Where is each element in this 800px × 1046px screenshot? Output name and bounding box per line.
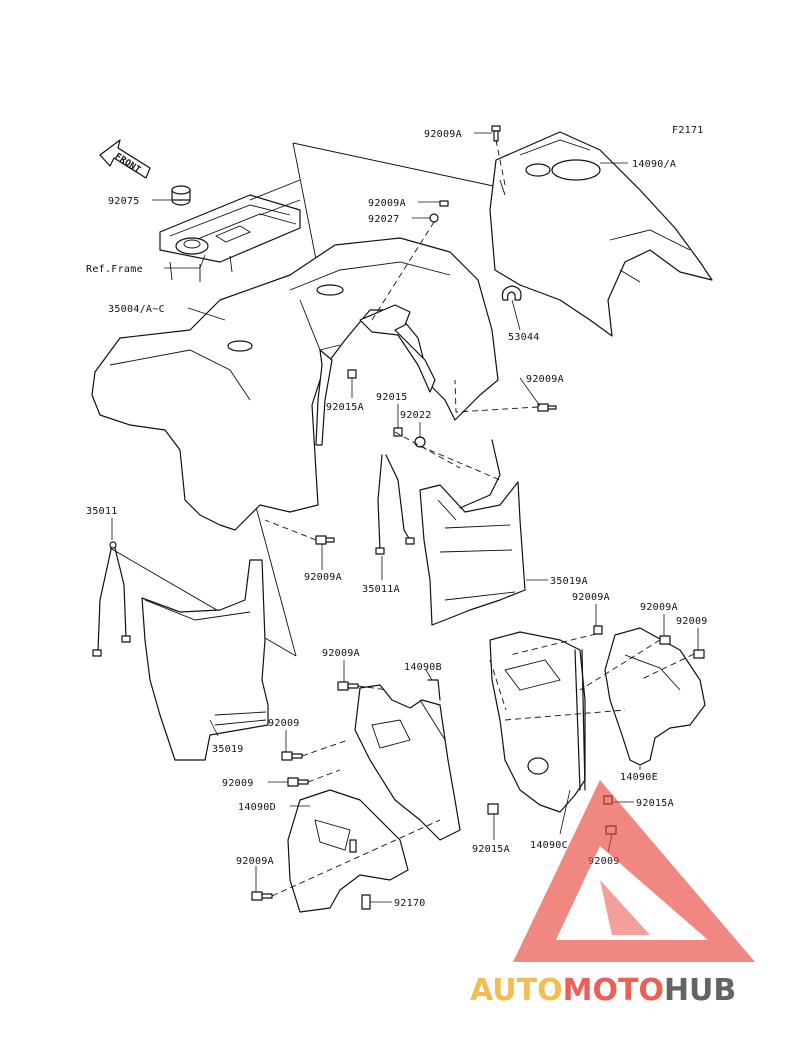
label-35011: 35011 [86, 506, 118, 517]
label-92009: 92009 [676, 616, 708, 627]
front-arrow: FRONT [99, 139, 151, 179]
part-14090D-panel [287, 789, 409, 913]
ref-frame-label: Ref.Frame [86, 264, 143, 275]
label-14090E: 14090E [620, 772, 658, 783]
label-92009: 92009 [588, 856, 620, 867]
label-92009A: 92009A [424, 129, 462, 140]
part-92170-clip [361, 894, 371, 910]
part-14090B-panel [354, 679, 461, 841]
part-53044-clip [501, 285, 522, 301]
label-92009A: 92009A [572, 592, 610, 603]
label-92022: 92022 [400, 410, 432, 421]
assembly-line [495, 139, 506, 186]
bolt-92009A-top [491, 125, 501, 142]
assembly-line [489, 659, 507, 711]
figure-id: F2171 [672, 125, 704, 136]
watermark-part1: AUTO [470, 973, 563, 1008]
label-92009A: 92009A [236, 856, 274, 867]
label-35019A: 35019A [550, 576, 588, 587]
bolt-92009-far-right [693, 649, 705, 659]
bolt-92009A-bottom [251, 891, 273, 901]
clip-92015A-mid [487, 803, 499, 815]
assembly-line [454, 379, 539, 413]
bolt-92009-left-a [281, 751, 303, 761]
label-92009A: 92009A [640, 602, 678, 613]
watermark-logo: AUTOMOTOHUB [470, 780, 755, 1008]
label-92009A: 92009A [304, 572, 342, 583]
watermark-part2: MOTO [563, 973, 664, 1008]
bolt-92009A-right [537, 403, 557, 412]
part-14090C-panel [489, 631, 586, 813]
label-92009: 92009 [222, 778, 254, 789]
leader-lines [111, 132, 699, 903]
assembly-line [271, 819, 441, 897]
watermark-triangle [513, 780, 755, 962]
label-35019: 35019 [212, 744, 244, 755]
bolt-92009-left-b [287, 777, 309, 787]
bolt-92009A-upper-mid [439, 200, 449, 207]
label-92170: 92170 [394, 898, 426, 909]
assembly-line [307, 769, 341, 783]
clip-92015A-upper [347, 369, 357, 379]
label-92009A: 92009A [368, 198, 406, 209]
label-92027: 92027 [368, 214, 400, 225]
assembly-line [264, 519, 317, 541]
nut-92022 [414, 436, 426, 448]
assembly-line [419, 445, 501, 481]
label-92009: 92009 [268, 718, 300, 729]
bolt-92009A-left [337, 681, 359, 691]
part-35019A-mudflap [419, 439, 526, 626]
bolt-92009A-right-panel [593, 625, 603, 635]
label-35011A: 35011A [362, 584, 400, 595]
assembly-line [357, 685, 389, 691]
watermark-part3: HUB [664, 973, 736, 1008]
assembly-line [579, 639, 661, 691]
assembly-line [301, 739, 349, 757]
label-14090D: 14090D [238, 802, 276, 813]
assembly-line [504, 709, 626, 721]
label-14090C: 14090C [530, 840, 568, 851]
label-92009A: 92009A [322, 648, 360, 659]
label-35004: 35004/A~C [108, 304, 165, 315]
label-92015A: 92015A [636, 798, 674, 809]
assembly-line [394, 431, 461, 469]
part-92075-grommet [171, 185, 191, 206]
part-14090E-panel [604, 627, 706, 766]
label-53044: 53044 [508, 332, 540, 343]
part-35019-mudflap [141, 559, 269, 761]
part-35011A-stay [375, 454, 415, 555]
part-14090A-cover [489, 131, 713, 337]
label-14090B: 14090B [404, 662, 442, 673]
watermark-text: AUTOMOTOHUB [470, 973, 736, 1008]
label-14090A: 14090/A [632, 159, 676, 170]
bolt-92009A-far-right [659, 635, 671, 645]
label-92075: 92075 [108, 196, 140, 207]
part-stay [315, 349, 333, 446]
label-92015A: 92015A [472, 844, 510, 855]
assembly-line [509, 633, 597, 656]
label-92009A: 92009A [526, 374, 564, 385]
part-inner-bracket [359, 304, 436, 393]
label-92015: 92015 [376, 392, 408, 403]
perspective-line [292, 142, 499, 188]
part-35011-stay [92, 541, 131, 657]
bolt-92009A-fender [315, 535, 335, 545]
label-92015A: 92015A [326, 402, 364, 413]
washer-92027 [429, 213, 439, 223]
